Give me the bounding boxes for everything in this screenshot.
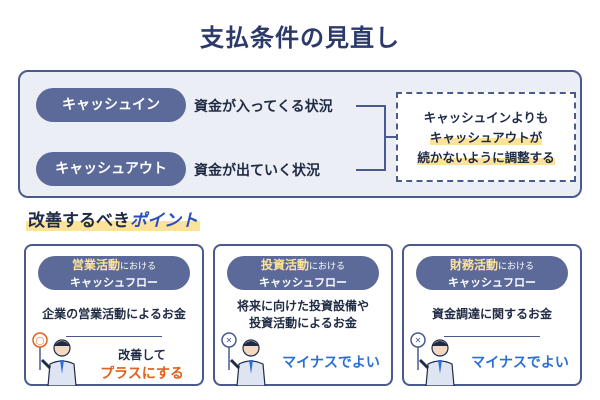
result-highlight: プラスにする bbox=[100, 366, 184, 382]
card-subtitle: キャッシュフロー bbox=[448, 276, 536, 289]
card-financing: 財務活動における キャッシュフロー 資金調達に関するお金 ✕ マイナスでよい bbox=[402, 244, 582, 386]
connector-line bbox=[356, 105, 386, 107]
card-suffix: における bbox=[309, 262, 346, 272]
conclusion-line-1: キャッシュインよりも bbox=[423, 110, 549, 125]
cash-in-description: 資金が入ってくる状況 bbox=[194, 99, 333, 115]
conclusion-box: キャッシュインよりも キャッシュアウトが 続かないように調整する bbox=[396, 92, 576, 182]
connector-line bbox=[356, 169, 386, 171]
divider bbox=[66, 336, 162, 337]
divider bbox=[444, 336, 540, 337]
card-header: 投資活動における キャッシュフロー bbox=[227, 256, 379, 290]
card-description-line-2: 投資活動によるお金 bbox=[249, 316, 357, 330]
point-heading-prefix: 改善するべき bbox=[28, 211, 130, 231]
card-subtitle: キャッシュフロー bbox=[259, 276, 347, 289]
connector-line bbox=[384, 136, 396, 138]
cash-out-description: 資金が出ていく状況 bbox=[194, 163, 320, 179]
card-keyword: 営業活動 bbox=[71, 258, 120, 272]
card-keyword: 投資活動 bbox=[260, 258, 309, 272]
connector-line bbox=[384, 105, 386, 171]
card-description: 資金調達に関するお金 bbox=[431, 307, 552, 321]
card-header: 営業活動における キャッシュフロー bbox=[38, 256, 190, 290]
card-suffix: における bbox=[120, 262, 157, 272]
card-investing: 投資活動における キャッシュフロー 将来に向けた投資設備や 投資活動によるお金 … bbox=[213, 244, 393, 386]
card-description: 将来に向けた投資設備や 投資活動によるお金 bbox=[221, 298, 385, 332]
card-keyword: 財務活動 bbox=[449, 258, 498, 272]
cash-in-pill: キャッシュイン bbox=[36, 88, 186, 122]
conclusion-line-3: 続かないように調整する bbox=[417, 150, 555, 165]
businessman-cross-sign-icon: ✕ bbox=[221, 332, 266, 386]
cash-flow-panel: キャッシュイン 資金が入ってくる状況 キャッシュアウト 資金が出ていく状況 キャ… bbox=[18, 70, 582, 198]
cross-sign: ✕ bbox=[415, 336, 422, 345]
businessman-cross-sign-icon: ✕ bbox=[410, 332, 455, 386]
result-text: 改善して bbox=[118, 348, 166, 362]
result-highlight: マイナスでよい bbox=[282, 355, 380, 371]
card-description-line-1: 将来に向けた投資設備や bbox=[236, 299, 369, 313]
cross-sign: ✕ bbox=[226, 336, 233, 345]
card-operating: 営業活動における キャッシュフロー 企業の営業活動によるお金 ◯ 改善して プラ… bbox=[24, 244, 204, 386]
point-heading: 改善するべきポイント bbox=[26, 206, 200, 231]
businessman-circle-sign-icon: ◯ bbox=[32, 332, 77, 386]
result-highlight: マイナスでよい bbox=[471, 355, 569, 371]
conclusion-line-2: キャッシュアウトが bbox=[429, 130, 543, 145]
card-header: 財務活動における キャッシュフロー bbox=[416, 256, 568, 290]
card-suffix: における bbox=[498, 262, 535, 272]
circle-sign: ◯ bbox=[36, 336, 45, 345]
point-heading-accent: ポイント bbox=[130, 211, 198, 231]
page-title: 支払条件の見直し bbox=[200, 24, 400, 52]
card-subtitle: キャッシュフロー bbox=[70, 276, 158, 289]
card-description: 企業の営業活動によるお金 bbox=[42, 307, 186, 321]
cash-out-pill: キャッシュアウト bbox=[36, 152, 186, 186]
